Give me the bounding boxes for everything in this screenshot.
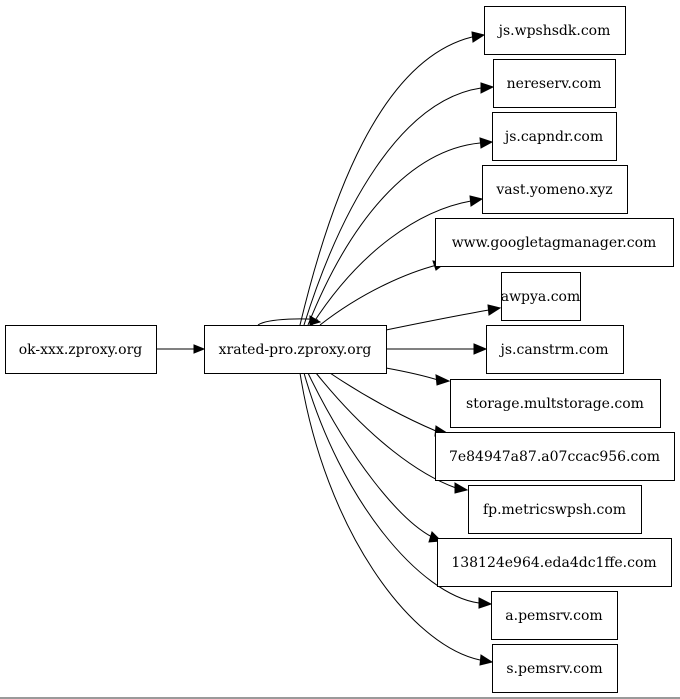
- arrowhead-icon: [193, 344, 206, 354]
- edge-xrated-to-canstrm: [386, 343, 488, 355]
- arrowhead-icon: [469, 195, 484, 207]
- node-gtm: www.googletagmanager.com: [435, 218, 674, 267]
- edge-xrated-to-awpya: [385, 304, 502, 331]
- node-label: www.googletagmanager.com: [452, 235, 657, 251]
- node-box: [435, 218, 674, 267]
- node-box: [468, 485, 642, 534]
- node-box: [492, 112, 617, 161]
- node-label: storage.multstorage.com: [466, 396, 644, 412]
- edge-xrated-to-gtm: [319, 260, 447, 326]
- node-label: fp.metricswpsh.com: [483, 502, 626, 518]
- node-canstrm: js.canstrm.com: [486, 325, 624, 374]
- edge-okxxx-to-xrated: [156, 344, 206, 354]
- edge-line: [315, 372, 457, 489]
- arrowhead-icon: [479, 137, 494, 149]
- node-spemsrv: s.pemsrv.com: [492, 644, 618, 693]
- node-apemsrv: a.pemsrv.com: [491, 591, 618, 640]
- node-label: xrated-pro.zproxy.org: [219, 342, 372, 358]
- edge-xrated-to-1381: [307, 372, 443, 543]
- node-capndr: js.capndr.com: [492, 112, 617, 161]
- edge-line: [299, 372, 481, 661]
- node-multstorage: storage.multstorage.com: [450, 379, 661, 428]
- node-label: js.canstrm.com: [499, 342, 609, 358]
- node-label: js.wpshsdk.com: [497, 23, 611, 39]
- node-yomeno: vast.yomeno.xyz: [482, 165, 628, 214]
- edge-xrated-to-wpshsdk: [299, 31, 486, 326]
- edge-xrated-to-yomeno: [311, 195, 484, 326]
- node-7e84: 7e84947a87.a07ccac956.com: [435, 432, 675, 481]
- node-box: [437, 538, 672, 587]
- node-box: [501, 272, 581, 321]
- node-label: awpya.com: [501, 289, 581, 305]
- node-1381: 138124e964.eda4dc1ffe.com: [437, 538, 672, 587]
- node-box: [450, 379, 661, 428]
- arrowhead-icon: [454, 482, 469, 494]
- edge-line: [307, 142, 481, 326]
- node-box: [492, 644, 618, 693]
- arrowhead-icon: [471, 31, 486, 43]
- edge-line: [319, 264, 438, 326]
- node-box: [493, 59, 616, 108]
- arrowhead-icon: [487, 304, 502, 316]
- edge-line: [385, 367, 439, 381]
- edge-line: [303, 87, 482, 326]
- node-awpya: awpya.com: [501, 272, 581, 321]
- node-box: [204, 325, 387, 374]
- node-nereserv: nereserv.com: [493, 59, 616, 108]
- edge-line: [385, 309, 490, 331]
- node-box: [435, 432, 675, 481]
- edge-xrated-to-multstorage: [385, 367, 451, 386]
- edge-line: [329, 372, 437, 432]
- node-label: vast.yomeno.xyz: [495, 182, 612, 198]
- arrowhead-icon: [479, 654, 494, 666]
- edge-line: [299, 36, 473, 326]
- edge-line: [307, 372, 433, 538]
- bottom-border: [0, 697, 680, 699]
- arrowhead-icon: [478, 597, 493, 609]
- edge-line: [303, 372, 480, 604]
- node-box: [5, 325, 157, 374]
- edge-xrated-to-metrics: [315, 372, 469, 494]
- node-label: ok-xxx.zproxy.org: [19, 342, 143, 358]
- node-label: s.pemsrv.com: [506, 661, 602, 677]
- node-wpshsdk: js.wpshsdk.com: [484, 6, 626, 55]
- node-label: 7e84947a87.a07ccac956.com: [449, 449, 660, 465]
- arrowhead-icon: [480, 82, 495, 94]
- edge-xrated-to-7e84: [329, 372, 449, 437]
- node-xrated: xrated-pro.zproxy.org: [204, 325, 387, 374]
- edge-line: [311, 200, 472, 326]
- arrowhead-icon: [435, 374, 451, 386]
- node-box: [484, 6, 626, 55]
- edge-xrated-to-nereserv: [303, 82, 495, 326]
- edge-xrated-to-spemsrv: [299, 372, 494, 666]
- node-label: nereserv.com: [507, 76, 602, 92]
- node-label: js.capndr.com: [503, 129, 603, 145]
- node-label: a.pemsrv.com: [505, 608, 602, 624]
- node-metrics: fp.metricswpsh.com: [468, 485, 642, 534]
- node-box: [491, 591, 618, 640]
- node-box: [482, 165, 628, 214]
- node-okxxx: ok-xxx.zproxy.org: [5, 325, 157, 374]
- node-label: 138124e964.eda4dc1ffe.com: [451, 555, 656, 571]
- edge-xrated-to-apemsrv: [303, 372, 493, 609]
- edge-xrated-to-capndr: [307, 137, 494, 326]
- node-box: [486, 325, 624, 374]
- arrowhead-icon: [473, 343, 488, 355]
